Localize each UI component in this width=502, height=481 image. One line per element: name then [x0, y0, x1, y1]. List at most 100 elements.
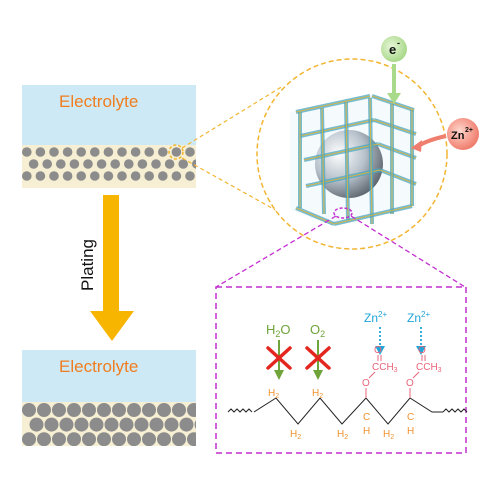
zinc-particle [56, 159, 66, 169]
zinc-particle [179, 417, 194, 432]
chain-backbone [253, 397, 443, 425]
zinc-particle [157, 432, 171, 446]
zinc-particle [62, 147, 73, 157]
polymer-detail-box [215, 286, 467, 454]
framework-bar-linker [321, 107, 325, 215]
h2o-arrow-head [274, 370, 284, 380]
zn-ion-label-left: Zn2+ [364, 310, 387, 325]
ch-hydrogen-1: H [363, 426, 370, 437]
zinc-particle [185, 171, 195, 181]
zinc-particle [172, 403, 186, 417]
magenta-guide-left [215, 215, 337, 288]
zinc-particle [97, 432, 111, 446]
zinc-particle [22, 432, 36, 446]
framework-bar-linker [299, 119, 375, 137]
bottom-electrolyte-layer [22, 350, 196, 402]
zinc-ion-charge: 2+ [465, 127, 473, 134]
zinc-particle [127, 403, 141, 417]
magenta-zoom-marker [333, 207, 353, 219]
framework-bar-linker [373, 119, 417, 135]
zinc-particle [171, 171, 182, 181]
zinc-particle [172, 432, 186, 446]
zinc-particle [187, 403, 196, 417]
electron-arrow-head [387, 93, 401, 104]
bottom-zinc-particles [22, 403, 196, 446]
zinc-particle [110, 159, 120, 169]
zinc-particle [164, 417, 179, 432]
zinc-particle [44, 417, 59, 432]
zinc-ion-label: Zn [451, 130, 465, 142]
zinc-particle [171, 147, 182, 157]
zinc-particle [49, 171, 59, 181]
zinc-particle [151, 159, 161, 169]
o2-block-x-icon [305, 346, 331, 370]
zinc-particle [119, 417, 134, 432]
ch-hydrogen-2: H [407, 426, 414, 437]
zinc-particle [124, 159, 134, 169]
carbonyl-oxygen-1: O [374, 345, 382, 356]
zinc-particle [103, 171, 114, 181]
top-electrode-layer [22, 145, 196, 188]
zinc-particle [49, 147, 59, 157]
electron-label: e [389, 42, 396, 57]
zinc-particle [144, 147, 154, 157]
acetate-group-1: CCH3 [372, 362, 398, 374]
zoom-guide-bottom [181, 157, 298, 223]
zinc-particle [149, 417, 164, 432]
framework-bar-linker [305, 169, 381, 187]
zinc-particle [69, 159, 80, 169]
plating-arrow [90, 195, 134, 341]
zinc-particle [96, 159, 107, 169]
zinc-particle [185, 147, 195, 157]
acetate-group-2: CCH3 [416, 362, 442, 374]
zinc-particle [112, 403, 126, 417]
ester-oxygen-1: O [362, 378, 370, 389]
framework-front-bars [295, 94, 417, 226]
zinc-particle [117, 147, 127, 157]
zinc-particle [192, 159, 196, 169]
zinc-particle [178, 159, 188, 169]
ch2-group-2: H2 [290, 429, 301, 441]
zinc-particle [127, 432, 141, 446]
zoom-source-marker [168, 144, 184, 160]
chain-wave-left [227, 408, 253, 413]
zinc-particle [76, 171, 86, 181]
zinc-particle [28, 159, 39, 169]
zn-ion-arrow-left-head [375, 346, 385, 355]
o2-label: O2 [310, 322, 325, 339]
zn-ion-label-right: Zn2+ [407, 310, 430, 325]
zinc-particle [29, 417, 44, 432]
zinc-particle [142, 403, 156, 417]
zinc-particle [22, 171, 32, 181]
zinc-particle [194, 420, 196, 429]
zinc-particle [62, 171, 73, 181]
h2o-label: H2O [266, 322, 291, 339]
zinc-particle [67, 403, 81, 417]
framework-bar-linker [377, 143, 417, 159]
ch2-group-4: H2 [337, 429, 348, 441]
zinc-particle [89, 417, 104, 432]
ester-oxygen-2: O [406, 378, 414, 389]
zinc-particle [97, 403, 111, 417]
zn-ion-arrow-right-head [416, 346, 426, 355]
zinc-particle [187, 432, 196, 446]
ch2-group-3: H2 [312, 388, 323, 400]
electron-bubble [381, 36, 407, 62]
zoom-guide-top [181, 85, 284, 149]
zinc-ion-bubble [447, 118, 479, 150]
zinc-particle [74, 417, 89, 432]
ch2-group-5: H2 [383, 429, 394, 441]
ch2-group-1: H2 [268, 388, 279, 400]
zinc-particle [144, 171, 154, 181]
carbonyl-oxygen-2: O [418, 345, 426, 356]
zinc-particle [42, 159, 52, 169]
framework-bar-linker [303, 143, 379, 161]
top-zinc-particles [22, 147, 196, 181]
zinc-particle [104, 417, 119, 432]
zinc-particle [90, 147, 100, 157]
bottom-electrode-layer [22, 402, 196, 446]
zinc-particle [37, 432, 51, 446]
zinc-particle [82, 432, 96, 446]
zinc-particle [130, 147, 141, 157]
